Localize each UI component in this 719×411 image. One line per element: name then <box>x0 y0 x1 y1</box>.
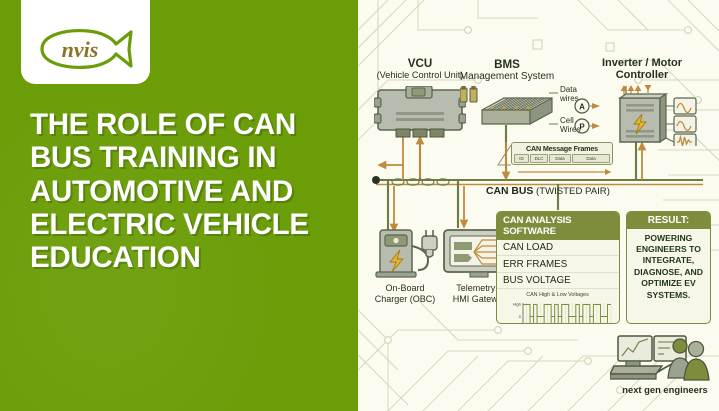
obc-label-1: On-Board <box>385 283 425 293</box>
can-frames-title: CAN Message Frames <box>526 144 598 153</box>
result-header: RESULT: <box>627 212 710 229</box>
can-bus-label-rest: (TWISTED PAIR) <box>533 186 610 197</box>
technical-diagram: VCU (Vehicle Control Unit) BMS Managemen… <box>358 0 719 411</box>
inverter-title: Inverter / Motor <box>601 57 683 69</box>
frame-field-id: ID <box>514 154 529 163</box>
nvis-fish-logo: nvis <box>39 29 133 69</box>
cell-wires-label-2: Wires <box>560 125 581 134</box>
can-bus-label: CAN BUS (TWISTED PAIR) <box>486 186 610 197</box>
metric-bus-voltage[interactable]: BUS VOLTAGE <box>497 273 619 289</box>
can-frames-field-row: ID DLC Data Data <box>514 154 610 163</box>
chart-title: CAN High & Low Voltages <box>526 292 589 298</box>
vcu-subtitle: (Vehicle Control Unit) <box>376 70 464 80</box>
inverter-subtitle: Controller <box>615 69 669 81</box>
frame-field-dlc: DLC <box>530 154 548 163</box>
metric-can-load[interactable]: CAN LOAD <box>497 240 619 256</box>
can-bus-label-bold: CAN BUS <box>486 186 534 197</box>
metric-err-frames[interactable]: ERR FRAMES <box>497 256 619 273</box>
inverter-motor-icon: A P <box>574 85 697 146</box>
vcu-ecu-icon <box>374 86 466 138</box>
logo-wordmark: nvis <box>61 37 98 62</box>
telemetry-label-2: HMI Gateway <box>452 294 508 304</box>
svg-text:0: 0 <box>519 314 522 319</box>
cell-wires-label-1: Cell <box>560 116 574 125</box>
vcu-title: VCU <box>407 57 433 70</box>
next-gen-engineers-illustration <box>610 335 710 381</box>
frame-field-data-1: Data <box>549 154 571 163</box>
on-board-charger-icon <box>375 229 438 278</box>
can-analysis-header: CAN ANALYSIS SOFTWARE <box>497 212 619 240</box>
obc-label-2: Charger (OBC) <box>374 294 436 304</box>
bms-callout-leaders <box>549 92 558 125</box>
bus-wiring <box>372 125 703 233</box>
ammeter-symbol: A <box>579 103 585 112</box>
can-message-frames-box: CAN Message Frames ID DLC Data Data <box>511 142 613 165</box>
data-wires-label-1: Data <box>560 85 577 94</box>
data-wires-label-2: wires <box>560 94 579 103</box>
power-symbol: P <box>579 123 585 132</box>
logo-card: nvis <box>21 0 150 84</box>
next-gen-engineers-caption: next gen engineers <box>622 384 708 395</box>
svg-text:High: High <box>513 302 521 307</box>
result-body: POWERING ENGINEERS TO INTEGRATE, DIAGNOS… <box>634 232 703 300</box>
frame-field-data-2: Data <box>572 154 610 163</box>
bms-title: BMS <box>494 58 520 71</box>
bms-subtitle: Management System <box>459 71 555 82</box>
page-title: THE ROLE OF CAN BUS TRAINING IN AUTOMOTI… <box>30 108 309 275</box>
telemetry-label-1: Telemetry & <box>456 283 504 293</box>
can-analysis-software-panel[interactable]: CAN ANALYSIS SOFTWARE CAN LOAD ERR FRAME… <box>496 211 620 324</box>
result-panel: RESULT: POWERING ENGINEERS TO INTEGRATE,… <box>626 211 711 324</box>
left-title-panel: nvis THE ROLE OF CAN BUS TRAINING IN AUT… <box>0 0 358 411</box>
bms-battery-pack-icon <box>460 86 553 126</box>
